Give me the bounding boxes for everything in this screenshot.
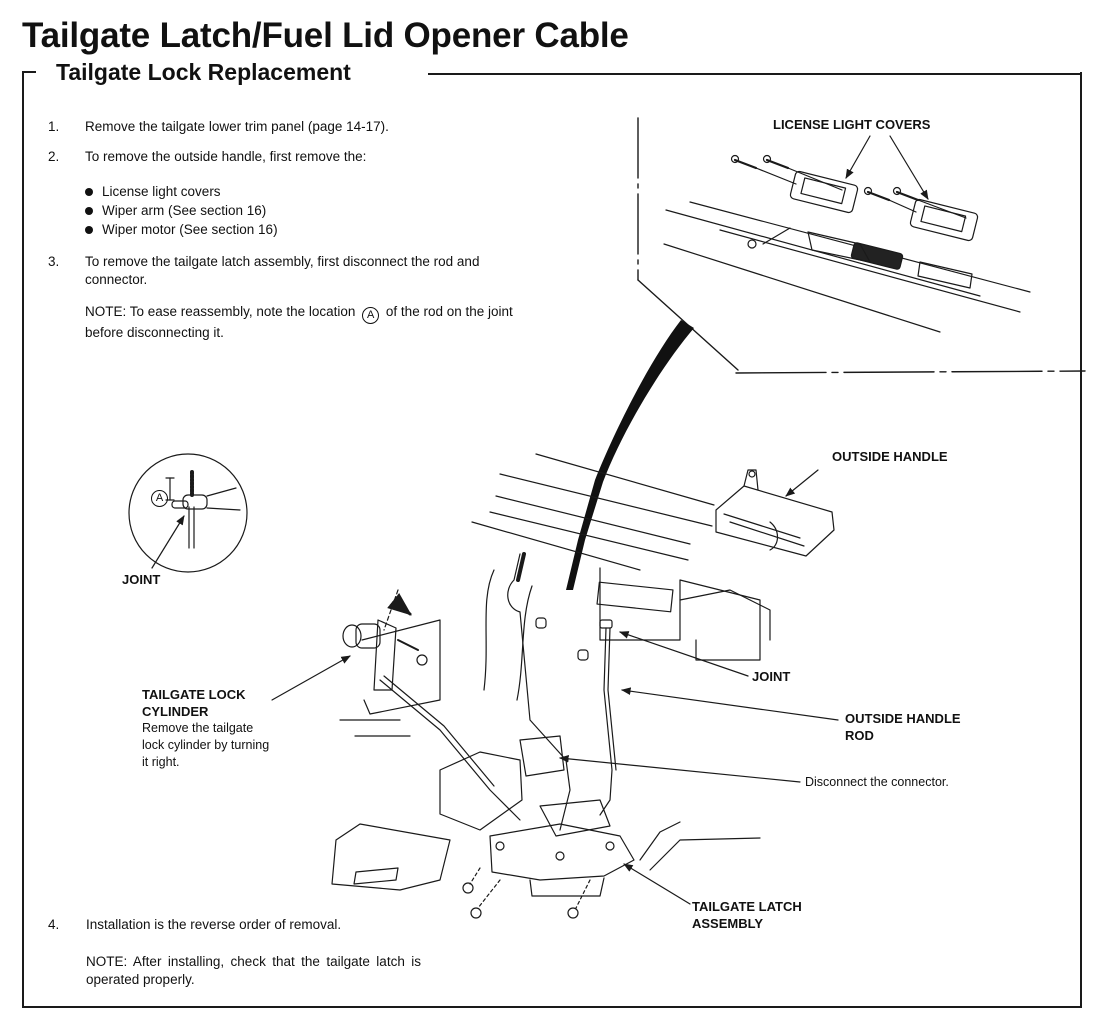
bullet-icon: [85, 187, 93, 196]
label-joint-detail: JOINT: [122, 572, 161, 587]
step-number: 4.: [48, 917, 60, 932]
step-4: 4. Installation is the reverse order of …: [48, 916, 428, 934]
step-text: Remove the tailgate lower trim panel (pa…: [85, 119, 389, 134]
list-item: Wiper arm (See section 16): [85, 201, 523, 220]
label-license-light-covers: LICENSE LIGHT COVERS: [773, 117, 931, 132]
step-1: 1. Remove the tailgate lower trim panel …: [48, 118, 523, 136]
list-item: Wiper motor (See section 16): [85, 220, 523, 239]
latch-assembly-art: [332, 736, 760, 918]
marker-a-icon: A: [151, 490, 168, 507]
step-text: Installation is the reverse order of rem…: [86, 917, 342, 932]
frame-top-rule: [428, 73, 1082, 75]
step-number: 1.: [48, 119, 60, 134]
procedure-steps: 1. Remove the tailgate lower trim panel …: [48, 118, 523, 342]
lock-cylinder-caption: Remove the tailgate lock cylinder by tur…: [142, 721, 270, 769]
step-number: 3.: [48, 254, 60, 269]
step-2: 2. To remove the outside handle, first r…: [48, 148, 523, 166]
section-frame: [22, 72, 1082, 1008]
leader-lines: [559, 631, 838, 904]
step-text: To remove the outside handle, first remo…: [85, 149, 367, 164]
step-text: To remove the tailgate latch assembly, f…: [85, 254, 480, 287]
page-title: Tailgate Latch/Fuel Lid Opener Cable: [22, 16, 629, 55]
step-3: 3. To remove the tailgate latch assembly…: [48, 253, 523, 289]
frame-corner-left: [22, 71, 36, 73]
step-4-note: NOTE: After installing, check that the t…: [86, 954, 421, 987]
license-light-covers-art: [664, 136, 1030, 332]
list-item: License light covers: [85, 182, 523, 201]
inset-callout-band: [566, 320, 694, 590]
label-joint: JOINT: [752, 669, 791, 684]
lock-cylinder-art: [272, 590, 440, 736]
label-outside-handle-rod: OUTSIDE HANDLE ROD: [845, 711, 961, 743]
bullet-icon: [85, 206, 93, 215]
label-disconnect-connector: Disconnect the connector.: [805, 775, 949, 789]
step-3-note: NOTE: To ease reassembly, note the locat…: [85, 304, 513, 340]
tailgate-panel-art: [472, 454, 770, 700]
joint-detail-art: [129, 454, 247, 572]
bullet-icon: [85, 225, 93, 234]
step-number: 2.: [48, 149, 60, 164]
label-outside-handle: OUTSIDE HANDLE: [832, 449, 948, 464]
removal-list: License light covers Wiper arm (See sect…: [85, 182, 523, 239]
joint-marker-a: A: [148, 486, 171, 507]
label-tailgate-latch-assembly: TAILGATE LATCH ASSEMBLY: [692, 899, 802, 931]
rods-art: [380, 554, 616, 830]
outside-handle-art: [716, 470, 834, 556]
section-title: Tailgate Lock Replacement: [56, 59, 351, 85]
marker-a-icon: A: [362, 307, 380, 324]
label-tailgate-lock-cylinder: TAILGATE LOCK CYLINDER Remove the tailga…: [142, 687, 270, 769]
